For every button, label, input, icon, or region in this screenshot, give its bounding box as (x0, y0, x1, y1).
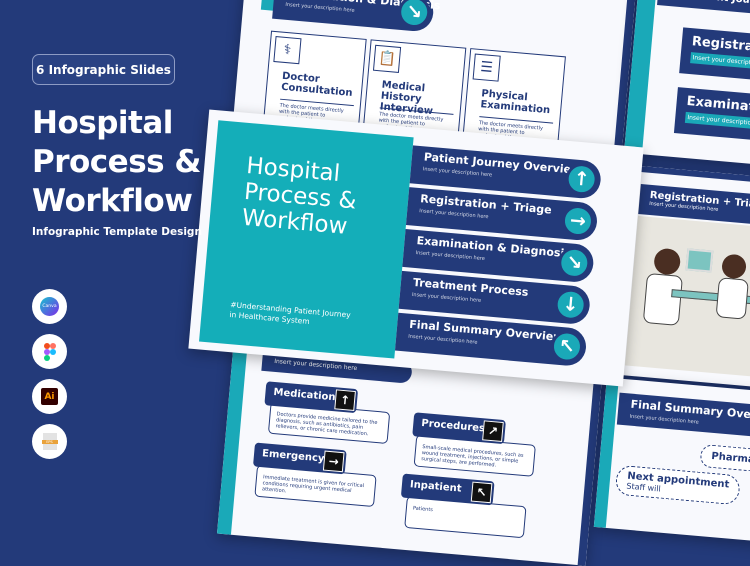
card-title: Doctor Consultation (280, 70, 353, 99)
cover-tagline: #Understanding Patient Journey in Health… (229, 300, 351, 330)
tag-title: Medication (273, 386, 336, 404)
arrow-down-icon: ↓ (553, 287, 588, 323)
arrow-up-right-icon: ↗ (482, 420, 504, 442)
overview-item: Examinat Insert your description (673, 87, 750, 144)
cover-teal-panel: Hospital Process & Workflow #Understandi… (199, 120, 414, 359)
navy-edge (633, 165, 750, 186)
arrow-up-left-icon: ↖ (549, 329, 585, 364)
list-icon: ☰ (472, 53, 501, 82)
item-desc: Insert your description (684, 111, 750, 132)
arrow-down-right-icon: ↘ (396, 0, 432, 30)
arrow-right-icon: → (322, 450, 345, 473)
tag-title: Procedures (420, 417, 486, 435)
tag-title: Inpatient (409, 479, 462, 495)
doctor-patient-illustration (624, 215, 750, 380)
slide-final-summary: Final Summary Overview Insert your descr… (593, 377, 750, 543)
clipboard-icon: 📋 (372, 44, 402, 73)
card-title: Physical Examination (479, 88, 551, 117)
arrow-down-right-icon: ↘ (556, 245, 592, 281)
teal-accent (216, 334, 249, 535)
eps-file-logo: EPS (41, 433, 58, 450)
promo-subtitle: Infographic Template Design (32, 226, 202, 238)
illustrator-icon: Ai (32, 379, 67, 414)
tag-title: Emergency (261, 448, 325, 465)
slide-count-badge: 6 Infographic Slides (32, 54, 175, 85)
illustrator-logo: Ai (41, 388, 58, 405)
summary-header: Final Summary Overview Insert your descr… (616, 392, 750, 440)
item-desc: Insert your descriptio (690, 52, 750, 72)
overview-header: Patient Journey O (657, 0, 750, 19)
canva-icon: Canva (32, 289, 67, 324)
figma-logo (43, 342, 56, 361)
summary-item-pharmacy: Pharmac (699, 443, 750, 474)
slide-cover: Hospital Process & Workflow #Understandi… (188, 109, 644, 387)
canva-logo: Canva (40, 297, 59, 316)
figma-icon (32, 334, 67, 369)
stethoscope-icon: ⚕ (273, 36, 302, 65)
overview-item: Registra Insert your descriptio (679, 27, 750, 84)
eps-file-icon: EPS (32, 424, 67, 459)
cover-title: Hospital Process & Workflow (241, 153, 360, 241)
promo-title-line: Process & (32, 144, 201, 180)
slide-patient-journey-overview: Patient Journey O Registra Insert your d… (624, 0, 750, 167)
arrow-up-icon: ↑ (334, 389, 356, 411)
promo-panel: 6 Infographic Slides Hospital Process & … (0, 0, 220, 500)
promo-title-line: Hospital (32, 105, 173, 141)
arrow-right-icon: → (560, 203, 596, 239)
overview-header-title: Patient Journey O (688, 0, 750, 9)
promo-title: Hospital Process & Workflow (32, 104, 201, 221)
exam-header: Examination & Diagnosis Insert your desc… (272, 0, 441, 33)
eps-label: EPS (41, 440, 58, 444)
promo-title-line: Workflow (32, 183, 193, 219)
arrow-up-icon: ↑ (564, 161, 599, 197)
